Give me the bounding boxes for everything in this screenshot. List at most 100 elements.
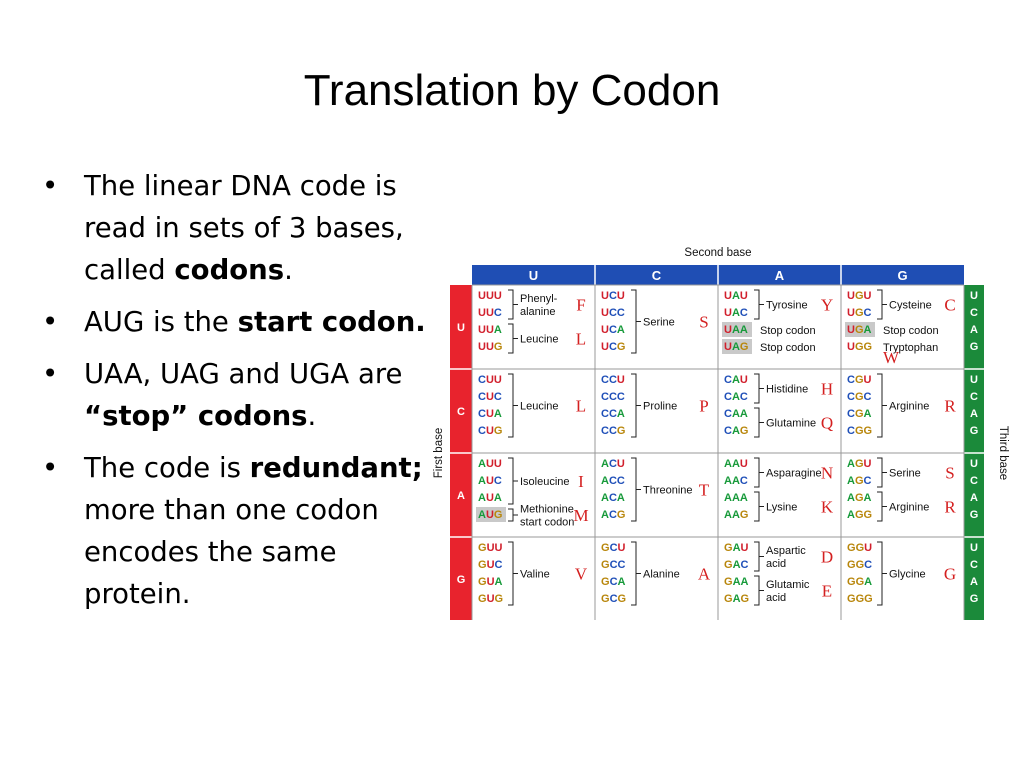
codon-cuu: CUU: [478, 374, 502, 386]
codon-cgu: CGU: [847, 374, 872, 386]
codon-cgg: CGG: [847, 425, 872, 437]
codon-ugc: UGC: [847, 307, 872, 319]
codon-bracket: [754, 407, 760, 438]
codon-bracket: [754, 491, 760, 522]
codon-uga: UGA: [847, 324, 872, 336]
second-base-u: U: [529, 268, 538, 283]
codon-bracket: [508, 323, 514, 354]
codon-cca: CCA: [601, 408, 625, 420]
codon-bracket: [754, 541, 760, 572]
codon-gcc: GCC: [601, 559, 626, 571]
amino-acid-label: Histidine: [766, 384, 808, 396]
amino-acid-label: Isoleucine: [520, 476, 570, 488]
codon-uag: UAG: [724, 341, 748, 353]
one-letter-code-g: G: [944, 565, 956, 584]
codon-aac: AAC: [724, 475, 748, 487]
amino-acid-label: Tyrosine: [766, 300, 808, 312]
bullet-item: The code is redundant; more than one cod…: [42, 447, 442, 615]
codon-aga: AGA: [847, 492, 872, 504]
one-letter-code-c: C: [944, 296, 955, 315]
codon-uug: UUG: [478, 341, 502, 353]
codon-ucc: UCC: [601, 307, 625, 319]
codon-gug: GUG: [478, 593, 503, 605]
codon-ucg: UCG: [601, 341, 625, 353]
codon-cga: CGA: [847, 408, 872, 420]
bullet-bold-text: codons: [174, 254, 285, 286]
codon-highlight: [476, 507, 506, 522]
third-base-g: G: [970, 509, 979, 521]
codon-uac: UAC: [724, 307, 748, 319]
codon-uuc: UUC: [478, 307, 502, 319]
codon-aau: AAU: [724, 458, 748, 470]
codon-gga: GGA: [847, 576, 872, 588]
amino-acid-label: Stop codon: [760, 342, 816, 354]
third-base-c: C: [970, 559, 978, 571]
second-base-g: G: [897, 268, 907, 283]
amino-acid-label: acid: [766, 592, 786, 604]
codon-gcg: GCG: [601, 593, 626, 605]
one-letter-code-s: S: [945, 464, 954, 483]
bullet-list: The linear DNA code is read in sets of 3…: [42, 165, 442, 625]
amino-acid-label: Leucine: [520, 401, 559, 413]
one-letter-code-a: A: [698, 565, 711, 584]
first-base-a: A: [457, 490, 465, 502]
second-base-label: Second base: [684, 247, 751, 259]
codon-ccc: CCC: [601, 391, 625, 403]
amino-acid-label: Stop codon: [883, 325, 939, 337]
one-letter-code-s: S: [699, 313, 708, 332]
codon-bracket: [877, 541, 883, 606]
amino-acid-label: Aspartic: [766, 545, 806, 557]
amino-acid-label: Serine: [889, 468, 921, 480]
codon-cgc: CGC: [847, 391, 872, 403]
third-base-a: A: [970, 324, 978, 336]
slide-title: Translation by Codon: [303, 66, 721, 115]
codon-caa: CAA: [724, 408, 748, 420]
first-base-label: First base: [433, 428, 445, 479]
amino-acid-label: Threonine: [643, 485, 693, 497]
amino-acid-label: Alanine: [643, 569, 680, 581]
one-letter-code-q: Q: [821, 414, 833, 433]
third-base-u: U: [970, 290, 978, 302]
amino-acid-label: Cysteine: [889, 300, 932, 312]
codon-aca: ACA: [601, 492, 625, 504]
third-base-a: A: [970, 408, 978, 420]
codon-cac: CAC: [724, 391, 748, 403]
codon-cau: CAU: [724, 374, 748, 386]
one-letter-code-y: Y: [821, 296, 833, 315]
second-base-c: C: [652, 268, 662, 283]
first-base-g: G: [457, 574, 466, 586]
codon-auu: AUU: [478, 458, 502, 470]
bullet-text: .: [284, 254, 293, 286]
bullet-text: UAA, UAG and UGA are: [84, 358, 403, 390]
codon-uua: UUA: [478, 324, 502, 336]
bullet-text: The code is: [84, 452, 250, 484]
bullet-item: The linear DNA code is read in sets of 3…: [42, 165, 442, 291]
amino-acid-label: Arginine: [889, 401, 929, 413]
one-letter-code-f: F: [576, 296, 585, 315]
codon-ggu: GGU: [847, 542, 872, 554]
bullet-text: .: [307, 400, 317, 432]
codon-acg: ACG: [601, 509, 625, 521]
codon-highlight: [722, 322, 752, 337]
amino-acid-label: Methionine: [520, 504, 574, 516]
codon-highlight: [722, 339, 752, 354]
codon-bracket: [754, 457, 760, 488]
amino-acid-label: acid: [766, 558, 786, 570]
amino-acid-label: Proline: [643, 401, 677, 413]
third-base-g: G: [970, 341, 979, 353]
third-base-c: C: [970, 391, 978, 403]
third-base-g: G: [970, 593, 979, 605]
codon-gua: GUA: [478, 576, 503, 588]
codon-bracket: [877, 373, 883, 438]
bullet-text: more than one codon encodes the same pro…: [84, 494, 379, 610]
amino-acid-label: alanine: [520, 306, 555, 318]
codon-gag: GAG: [724, 593, 749, 605]
codon-cuc: CUC: [478, 391, 502, 403]
one-letter-code-r: R: [944, 498, 956, 517]
amino-acid-label: Tryptophan: [883, 342, 938, 354]
one-letter-code-p: P: [699, 397, 708, 416]
codon-guu: GUU: [478, 542, 503, 554]
third-base-g: G: [970, 425, 979, 437]
codon-bracket: [631, 373, 637, 438]
